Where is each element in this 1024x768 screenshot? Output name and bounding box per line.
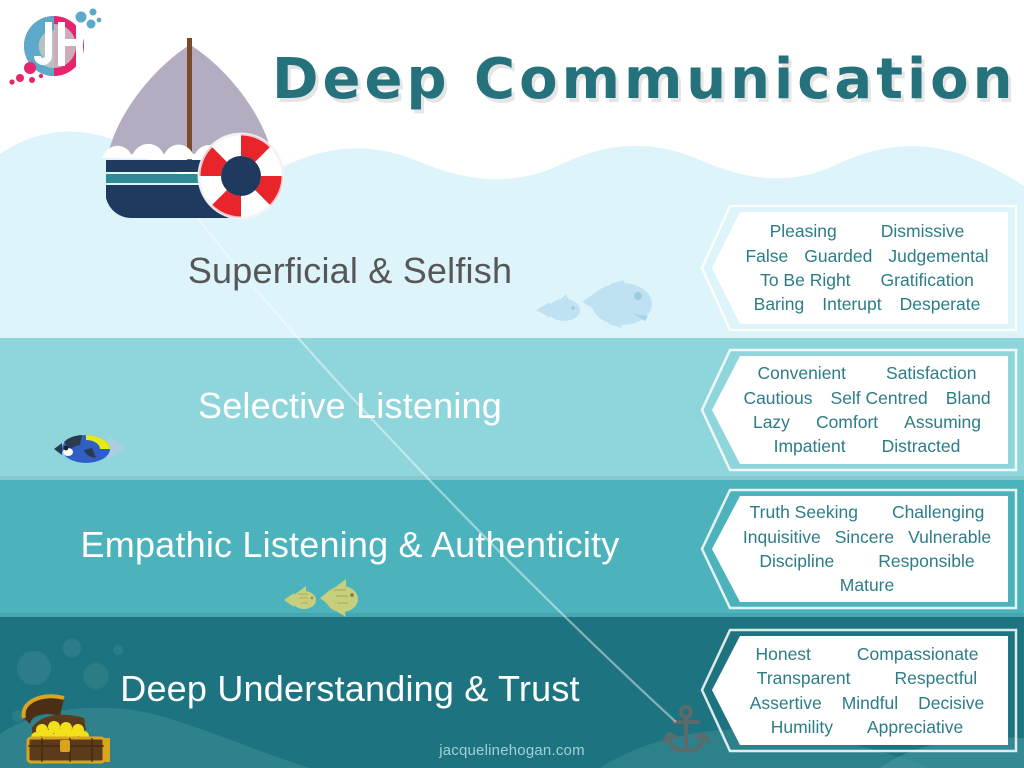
keyword: Inquisitive bbox=[742, 526, 821, 547]
keyword-row: Mature bbox=[734, 574, 1000, 596]
keyword: Decisive bbox=[918, 692, 985, 713]
keyword: Assertive bbox=[749, 692, 822, 713]
fish-blue-tang-icon bbox=[54, 435, 126, 463]
keyword-row: Pleasing Dismissive bbox=[734, 220, 1000, 242]
keyword-row: To Be Right Gratification bbox=[734, 269, 1000, 291]
keyword-box-fill-3 bbox=[712, 496, 1008, 602]
keyword-row: Discipline Responsible bbox=[734, 550, 1000, 572]
keyword-list-1: Pleasing Dismissive False Guarded Judgem… bbox=[734, 204, 1000, 332]
keyword-row: Truth Seeking Challenging bbox=[734, 501, 1000, 523]
keyword-box-fill-4 bbox=[712, 636, 1008, 745]
keyword: Impatient bbox=[773, 436, 846, 457]
level-label-3: Empathic Listening & Authenticity bbox=[80, 524, 620, 565]
keyword: Respectful bbox=[894, 668, 978, 689]
keyword: Pleasing bbox=[769, 221, 837, 242]
page-title: Deep Communication bbox=[272, 47, 1017, 112]
keyword: Truth Seeking bbox=[749, 502, 858, 523]
keyword-box-4: Honest Compassionate Transparent Respect… bbox=[700, 628, 1018, 753]
keyword: Cautious bbox=[743, 387, 813, 408]
keyword-row: Cautious Self Centred Bland bbox=[734, 387, 1000, 409]
keyword: Bland bbox=[945, 387, 991, 408]
site-watermark[interactable]: jacquelinehogan.com bbox=[439, 742, 585, 759]
keyword: Interupt bbox=[822, 294, 882, 315]
keyword: Dismissive bbox=[880, 221, 965, 242]
keyword: Responsible bbox=[878, 551, 975, 571]
keyword: Baring bbox=[753, 294, 805, 315]
keyword-row: Assertive Mindful Decisive bbox=[734, 692, 1000, 714]
keyword: Humility bbox=[770, 716, 833, 737]
keyword-row: Humility Appreciative bbox=[734, 716, 1000, 738]
fish-pale-pair-icon bbox=[536, 280, 652, 328]
keyword-list-2: Convenient Satisfaction Cautious Self Ce… bbox=[734, 348, 1000, 472]
keyword: Transparent bbox=[756, 668, 851, 689]
keyword-box-fill-1 bbox=[712, 212, 1008, 324]
keyword-list-4: Honest Compassionate Transparent Respect… bbox=[734, 628, 1000, 753]
keyword: Mindful bbox=[841, 692, 899, 713]
keyword: Desperate bbox=[899, 294, 981, 315]
treasure-chest-icon bbox=[21, 694, 110, 764]
keyword: False bbox=[745, 245, 789, 266]
keyword: Appreciative bbox=[866, 716, 964, 737]
keyword: Assuming bbox=[904, 412, 982, 432]
level-label-2: Selective Listening bbox=[198, 385, 502, 426]
keyword-row: False Guarded Judgemental bbox=[734, 245, 1000, 267]
keyword-box-3: Truth Seeking Challenging Inquisitive Si… bbox=[700, 488, 1018, 610]
keyword: Honest bbox=[755, 643, 811, 664]
keyword: Judgemental bbox=[888, 245, 989, 266]
level-label-1: Superficial & Selfish bbox=[187, 250, 513, 291]
keyword: Distracted bbox=[881, 436, 961, 457]
keyword: Discipline bbox=[759, 551, 835, 571]
keyword: Gratification bbox=[880, 270, 974, 290]
keyword: Mature bbox=[839, 575, 895, 596]
keyword-box-2: Convenient Satisfaction Cautious Self Ce… bbox=[700, 348, 1018, 472]
keyword-box-outline-4 bbox=[700, 628, 1018, 753]
keyword-box-outline-1 bbox=[700, 204, 1018, 332]
anchor-icon bbox=[662, 705, 710, 753]
keyword: Comfort bbox=[815, 412, 879, 432]
keyword: Convenient bbox=[757, 363, 847, 384]
keyword-row: Transparent Respectful bbox=[734, 667, 1000, 689]
keyword-list-3: Truth Seeking Challenging Inquisitive Si… bbox=[734, 488, 1000, 610]
keyword: Vulnerable bbox=[908, 526, 992, 547]
keyword: Guarded bbox=[804, 245, 873, 266]
sailboat-icon bbox=[102, 38, 285, 220]
keyword-box-1: Pleasing Dismissive False Guarded Judgem… bbox=[700, 204, 1018, 332]
fish-green-pair-icon bbox=[284, 579, 358, 617]
keyword: Lazy bbox=[752, 412, 790, 432]
keyword: Challenging bbox=[891, 502, 985, 523]
keyword: Compassionate bbox=[856, 643, 979, 664]
keyword: Self Centred bbox=[830, 387, 928, 408]
keyword: To Be Right bbox=[760, 270, 851, 290]
keyword-row: Honest Compassionate bbox=[734, 643, 1000, 665]
keyword-row: Baring Interupt Desperate bbox=[734, 293, 1000, 315]
jh-logo-icon[interactable] bbox=[8, 6, 104, 94]
keyword: Sincere bbox=[834, 526, 895, 547]
keyword-box-fill-2 bbox=[712, 356, 1008, 464]
level-label-4: Deep Understanding & Trust bbox=[120, 668, 580, 709]
keyword-row: Impatient Distracted bbox=[734, 435, 1000, 457]
keyword-row: Convenient Satisfaction bbox=[734, 362, 1000, 384]
keyword-row: Lazy Comfort Assuming bbox=[734, 411, 1000, 433]
keyword-box-outline-3 bbox=[700, 488, 1018, 610]
keyword: Satisfaction bbox=[886, 363, 977, 384]
keyword-box-outline-2 bbox=[700, 348, 1018, 472]
keyword-row: Inquisitive Sincere Vulnerable bbox=[734, 526, 1000, 548]
